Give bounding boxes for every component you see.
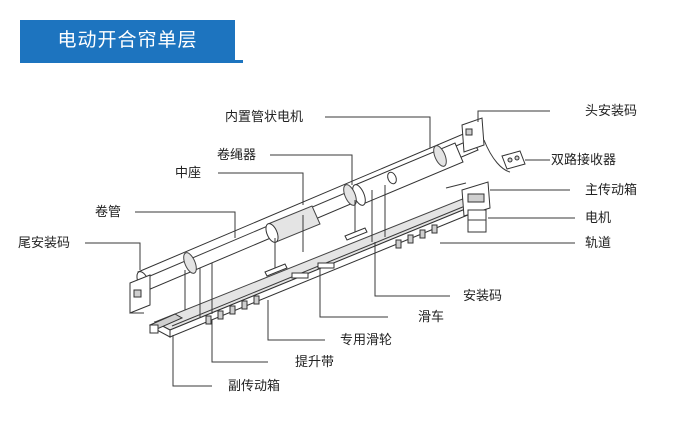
label-motor: 电机 — [585, 211, 611, 226]
label-roll-tube: 卷管 — [95, 204, 121, 220]
special-pulleys — [205, 224, 438, 325]
label-middle-seat: 中座 — [175, 166, 201, 181]
label-sub-gearbox: 副传动箱 — [228, 378, 280, 394]
label-rope-winder: 卷绳器 — [217, 147, 256, 163]
motor-unit — [467, 209, 487, 233]
sub-gearbox — [148, 313, 184, 334]
dual-receiver — [483, 139, 526, 173]
label-head-bracket: 头安装码 — [585, 104, 637, 119]
mount-brackets — [184, 200, 368, 310]
label-special-pulley: 专用滑轮 — [340, 333, 392, 348]
label-inner-motor: 内置管状电机 — [225, 109, 303, 125]
page-title: 电动开合帘单层 — [20, 20, 243, 63]
label-dual-receiver: 双路接收器 — [551, 152, 616, 168]
tail-bracket — [129, 274, 151, 314]
label-glider: 滑车 — [418, 309, 444, 325]
label-track: 轨道 — [585, 236, 611, 251]
glider-cars — [291, 262, 335, 279]
lift-straps — [199, 185, 386, 318]
label-tail-bracket: 尾安装码 — [18, 236, 70, 251]
label-main-gearbox: 主传动箱 — [585, 182, 637, 198]
head-bracket — [461, 117, 485, 153]
label-mount-bracket: 安装码 — [463, 289, 502, 304]
leader-lines — [85, 110, 575, 387]
tube-collars — [183, 145, 447, 274]
rope-winder-body — [265, 205, 321, 243]
main-gearbox — [445, 181, 491, 217]
label-lift-strap: 提升带 — [295, 354, 334, 370]
